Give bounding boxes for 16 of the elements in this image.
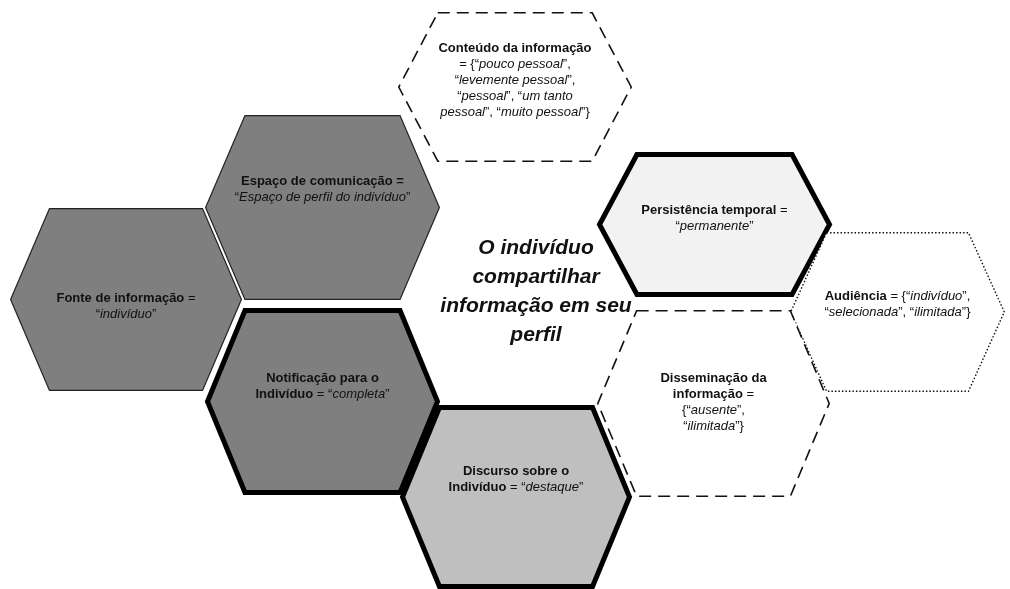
hexagon-label: Audiência = {“indivíduo”, “selecionada”, “ilimitada”} — [823, 288, 972, 320]
hexagon-label: Notificação para o Indivíduo = “completa” — [254, 370, 391, 402]
hexagon — [790, 232, 1005, 392]
center-statement: O indivíduo compartilhar informação em seu perfil — [439, 234, 633, 347]
hexagon-label: Discurso sobre o Indivíduo = “destaque” — [447, 463, 585, 495]
hexagon-label: Espaço de comunicação = “Espaço de perfil do indivíduo” — [233, 173, 412, 205]
hexagon-label: Fonte de informação = “indivíduo” — [55, 290, 197, 322]
hexagon — [10, 208, 242, 391]
hexagon-label: Disseminação da informação = {“ausente”, “ilimitada”} — [659, 370, 768, 434]
hexagon — [398, 12, 632, 162]
hexagon-label: Conteúdo da informação = {“pouco pessoal”, “levemente pessoal”, “pessoal”, “um tanto pessoal”, “muito pessoal”} — [437, 40, 593, 120]
hexagon — [400, 405, 632, 589]
hexagon-label: Persistência temporal = “permanente” — [640, 202, 789, 234]
hexagon — [205, 308, 440, 495]
hexagon — [205, 115, 440, 300]
hexagon — [597, 310, 830, 497]
